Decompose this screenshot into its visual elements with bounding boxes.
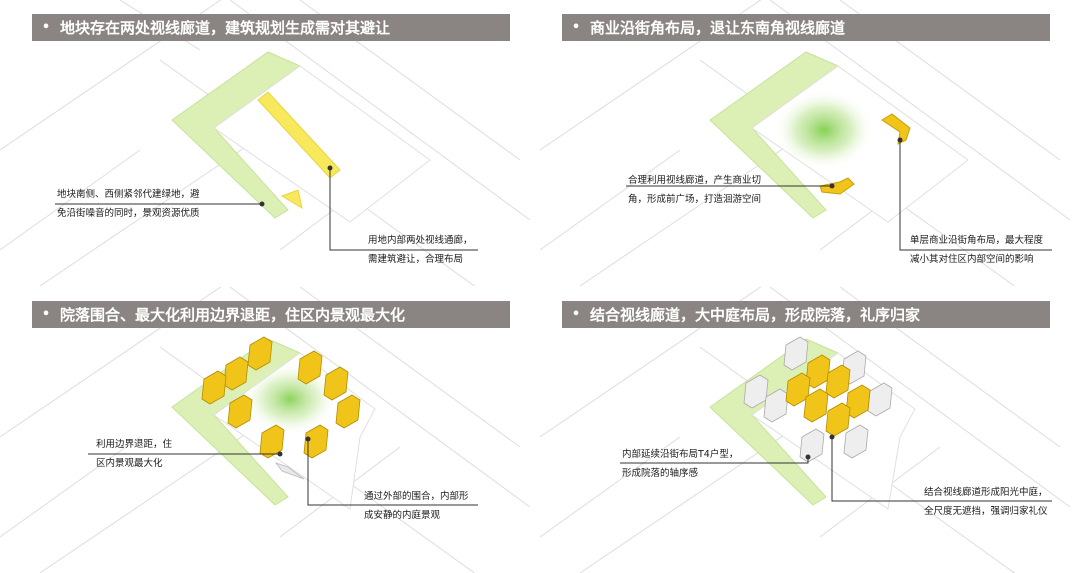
- bullet: •: [41, 20, 51, 35]
- sight-corridor-1: [257, 91, 341, 179]
- residential-tower: [303, 424, 329, 459]
- site-diagram-2: [540, 0, 1071, 286]
- site-diagram-4: [540, 287, 1071, 573]
- callout-line: 角，形成前广场，打造洄游空间: [628, 194, 762, 205]
- callout-sight-corridor: 用地内部两处视线通廊， 需建筑避让，合理布局: [368, 231, 473, 269]
- bullet: •: [571, 307, 581, 322]
- panel-title: 商业沿街角布局，退让东南角视线廊道: [590, 19, 846, 37]
- panel-sight-corridors: • 地块存在两处视线廊道，建筑规划生成需对其避让 地块南侧、西侧紧邻代建绿地，避…: [0, 0, 540, 286]
- callout-line: 地块南侧、西侧紧邻代建绿地，避: [57, 189, 200, 200]
- bullet: •: [571, 20, 581, 35]
- residential-tower-white: [783, 336, 809, 371]
- residential-tower-white: [843, 424, 869, 459]
- panel-title-bar: • 地块存在两处视线廊道，建筑规划生成需对其避让: [32, 14, 510, 41]
- residential-tower: [335, 394, 361, 429]
- callout-line: 用地内部两处视线通廊，: [368, 235, 473, 246]
- residential-tower: [259, 424, 285, 459]
- callout-line: 减小其对住区内部空间的影响: [910, 254, 1034, 265]
- residential-tower: [323, 366, 349, 401]
- residential-tower: [297, 350, 323, 385]
- residential-tower-yellow: [803, 388, 829, 423]
- callout-line: 全尺度无遮挡，强调归家礼仪: [924, 506, 1048, 517]
- panel-central-courtyard: • 结合视线廊道，大中庭布局，形成院落，礼序归家 内部延续沿街布局T4户型， 形…: [540, 287, 1080, 573]
- panel-title: 地块存在两处视线廊道，建筑规划生成需对其避让: [60, 19, 391, 37]
- corner-commercial-building: [881, 113, 911, 145]
- callout-line: 内部延续沿街布局T4户型，: [622, 449, 739, 460]
- panel-title: 院落围合、最大化利用边界退距，住区内景观最大化: [60, 306, 406, 324]
- callout-inner-courtyard: 通过外部的围合，内部形 成安静的内庭景观: [364, 487, 469, 525]
- callout-boundary-setback: 利用边界退距，住 区内景观最大化: [96, 435, 172, 473]
- residential-tower-white: [867, 382, 893, 417]
- callout-line: 形成院落的轴序感: [622, 468, 699, 479]
- inner-courtyard-glow: [242, 363, 338, 435]
- callout-line: 区内景观最大化: [96, 458, 163, 469]
- site-diagram-3: [0, 287, 531, 573]
- central-garden-glow: [774, 90, 874, 170]
- callout-line: 利用边界退距，住: [96, 439, 173, 450]
- callout-axial-sequence: 内部延续沿街布局T4户型， 形成院落的轴序感: [622, 445, 738, 483]
- residential-tower-yellow: [825, 402, 851, 437]
- residential-tower-white: [763, 388, 789, 423]
- site-diagram-1: [0, 0, 531, 286]
- callout-line: 免沿街噪音的同时，景观资源优质: [57, 208, 200, 219]
- callout-line: 结合视线廊道形成阳光中庭，: [924, 487, 1048, 498]
- residential-tower: [201, 370, 227, 405]
- residential-tower: [227, 394, 253, 429]
- callout-single-storey-commercial: 单层商业沿街角布局，最大程度 减小其对住区内部空间的影响: [910, 231, 1043, 269]
- callout-line: 需建筑避让，合理布局: [368, 254, 464, 265]
- callout-line: 通过外部的围合，内部形: [364, 491, 469, 502]
- callout-front-plaza: 合理利用视线廊道，产生商业切 角，形成前广场，打造洄游空间: [628, 171, 761, 209]
- callout-line: 单层商业沿街角布局，最大程度: [910, 235, 1044, 246]
- panel-title-bar: • 结合视线廊道，大中庭布局，形成院落，礼序归家: [562, 301, 1050, 328]
- panel-title-bar: • 商业沿街角布局，退让东南角视线廊道: [562, 14, 1050, 41]
- callout-green-land: 地块南侧、西侧紧邻代建绿地，避 免沿街噪音的同时，景观资源优质: [57, 185, 200, 223]
- front-plaza-commercial: [819, 177, 855, 195]
- callout-line: 成安静的内庭景观: [364, 510, 441, 521]
- bullet: •: [41, 307, 51, 322]
- panel-title: 结合视线廊道，大中庭布局，形成院落，礼序归家: [590, 306, 921, 324]
- panel-courtyard-enclosure: • 院落围合、最大化利用边界退距，住区内景观最大化 利用边界退距，住 区内景观最…: [0, 287, 540, 573]
- callout-sunlit-courtyard: 结合视线廊道形成阳光中庭， 全尺度无遮挡，强调归家礼仪: [924, 483, 1048, 521]
- callout-line: 合理利用视线廊道，产生商业切: [628, 175, 762, 186]
- residential-tower-white: [799, 428, 825, 463]
- sight-corridor-2: [280, 189, 303, 210]
- panel-commercial-corner: • 商业沿街角布局，退让东南角视线廊道 合理利用视线廊道，产生商业切 角，形成前…: [540, 0, 1080, 286]
- panel-title-bar: • 院落围合、最大化利用边界退距，住区内景观最大化: [32, 301, 510, 328]
